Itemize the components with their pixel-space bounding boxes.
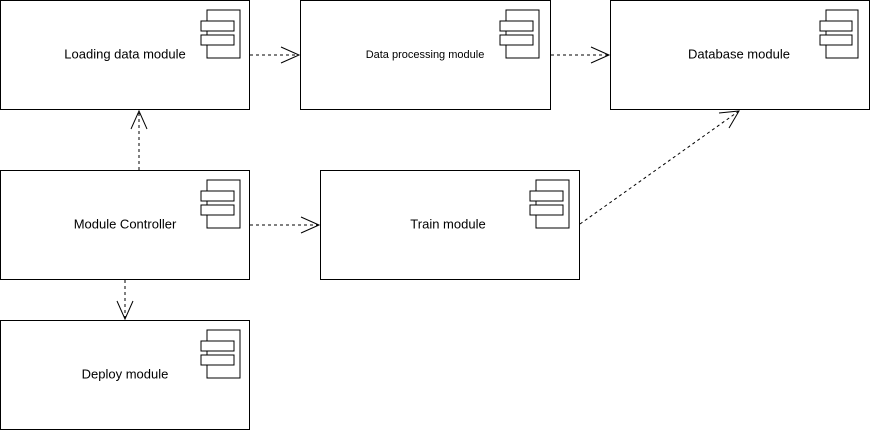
module-loading-data[interactable]: Loading data module — [0, 0, 250, 110]
dependency-controller-to-loading — [130, 109, 148, 170]
dependency-loading-to-processing — [250, 46, 301, 64]
module-label: Train module — [410, 216, 485, 231]
component-icon — [819, 9, 859, 59]
module-controller[interactable]: Module Controller — [0, 170, 250, 280]
component-icon — [499, 9, 540, 59]
module-data-processing[interactable]: Data processing module — [300, 0, 551, 110]
module-database[interactable]: Database module — [610, 0, 870, 110]
module-label: Deploy module — [82, 366, 169, 381]
dependency-controller-to-train — [250, 216, 321, 234]
dependency-controller-to-deploy — [116, 280, 134, 321]
dependency-train-to-database — [579, 110, 740, 225]
module-deploy[interactable]: Deploy module — [0, 320, 250, 430]
module-label: Module Controller — [74, 216, 177, 231]
module-label: Database module — [688, 46, 790, 61]
module-label: Data processing module — [366, 49, 485, 61]
module-train[interactable]: Train module — [320, 170, 580, 280]
component-icon — [200, 9, 241, 59]
component-icon — [529, 179, 570, 229]
dependency-processing-to-database — [551, 46, 611, 64]
module-label: Loading data module — [64, 46, 185, 61]
component-icon — [200, 179, 241, 229]
component-icon — [200, 329, 241, 379]
